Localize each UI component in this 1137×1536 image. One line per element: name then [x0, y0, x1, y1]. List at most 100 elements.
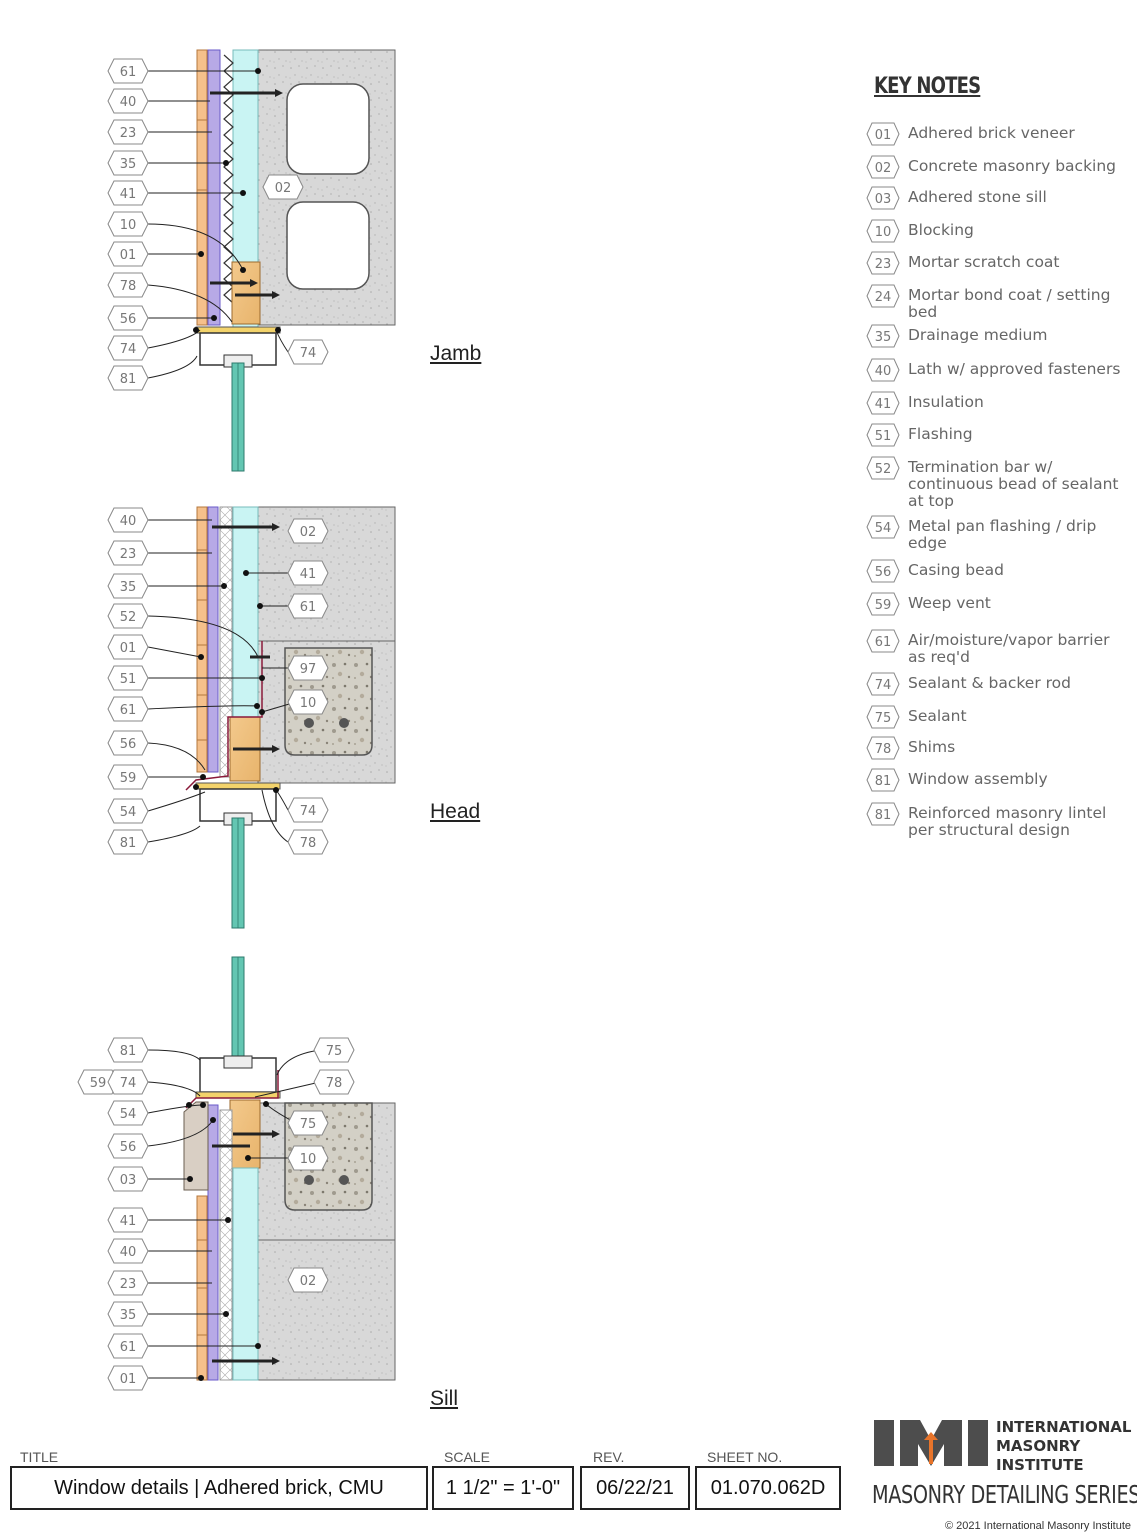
- tag-label: 40: [120, 1245, 137, 1260]
- insulation: [232, 1167, 259, 1381]
- key-note-tag: 10: [866, 219, 900, 243]
- key-note-tag: 81: [866, 802, 900, 826]
- tag-label: 74: [300, 804, 317, 819]
- key-note-text: Drainage medium: [908, 326, 1048, 344]
- tag-label: 41: [120, 1214, 137, 1229]
- tag-label: 74: [120, 342, 137, 357]
- imi-logo-mark: [874, 1420, 988, 1466]
- key-note-text: Adhered stone sill: [908, 188, 1047, 206]
- key-note-number: 52: [875, 462, 892, 477]
- key-note-text: Reinforced masonry lintel per structural…: [908, 804, 1107, 839]
- tag-label: 74: [300, 346, 317, 361]
- key-note-number: 59: [875, 598, 892, 613]
- key-note-tag: 51: [866, 423, 900, 447]
- key-note-number: 24: [875, 290, 892, 305]
- key-note-tag: 41: [866, 391, 900, 415]
- key-note-item: 81 Window assembly: [866, 768, 1128, 792]
- key-note-tag: 03: [866, 186, 900, 210]
- detail-label-jamb: Jamb: [430, 342, 482, 365]
- cmu-backing: [257, 1239, 396, 1381]
- stone-sill: [183, 1101, 209, 1191]
- logo-org-line2: MASONRY: [996, 1437, 1081, 1455]
- title-label: TITLE: [20, 1449, 59, 1465]
- key-note-item: 35 Drainage medium: [866, 324, 1128, 348]
- key-note-text: Shims: [908, 738, 956, 756]
- key-note-number: 03: [875, 192, 892, 207]
- cmu-cell: [286, 201, 370, 290]
- key-note-text: Adhered brick veneer: [908, 124, 1075, 142]
- key-note-item: 24 Mortar bond coat / setting bed: [866, 284, 1128, 321]
- logo-org-line3: INSTITUTE: [996, 1456, 1084, 1474]
- tag-label: 78: [120, 279, 137, 294]
- sheet-box: 01.070.062D: [695, 1466, 841, 1510]
- tag-label: 56: [120, 312, 137, 327]
- shims: [195, 1091, 281, 1099]
- lath-scratch-coat: [207, 49, 221, 326]
- drainage-mat: [223, 54, 234, 304]
- key-note-tag: 24: [866, 284, 900, 308]
- key-note-number: 75: [875, 711, 892, 726]
- tag-label: 81: [120, 1044, 137, 1059]
- key-note-text: Metal pan flashing / drip edge: [908, 517, 1097, 552]
- tag-label: 23: [120, 547, 137, 562]
- key-note-item: 41 Insulation: [866, 391, 1128, 415]
- sheet-value: 01.070.062D: [710, 1476, 826, 1499]
- tag-label: 23: [120, 1277, 137, 1292]
- tag-label: 40: [120, 95, 137, 110]
- key-note-text: Air/moisture/vapor barrier as req'd: [908, 631, 1110, 666]
- tag-label: 59: [90, 1076, 107, 1091]
- brick-veneer: [196, 49, 208, 326]
- key-note-tag: 01: [866, 122, 900, 146]
- key-note-tag: 81: [866, 768, 900, 792]
- tag-label: 97: [300, 662, 317, 677]
- tag-label: 01: [120, 641, 137, 656]
- key-note-number: 74: [875, 678, 892, 693]
- scale-box: 1 1/2" = 1'-0": [432, 1466, 574, 1510]
- key-note-text: Window assembly: [908, 770, 1048, 788]
- key-notes: KEY NOTES: [862, 74, 1132, 109]
- lath-scratch-coat: [207, 506, 219, 773]
- tag-label: 35: [120, 1308, 137, 1323]
- key-note-tag: 54: [866, 515, 900, 539]
- key-note-tag: 23: [866, 251, 900, 275]
- insulation: [232, 506, 259, 718]
- tag-label: 61: [120, 703, 137, 718]
- scale-value: 1 1/2" = 1'-0": [445, 1476, 561, 1499]
- flashing: [185, 641, 263, 791]
- key-note-item: 81 Reinforced masonry lintel per structur…: [866, 802, 1128, 839]
- key-note-text: Blocking: [908, 221, 974, 239]
- logo-series: MASONRY DETAILING SERIES: [872, 1480, 1137, 1509]
- logo-org-line1: INTERNATIONAL: [996, 1418, 1132, 1436]
- key-note-text: Insulation: [908, 393, 984, 411]
- sill-detail: [183, 956, 396, 1381]
- key-note-text: Mortar bond coat / setting bed: [908, 286, 1111, 321]
- key-note-number: 54: [875, 521, 892, 536]
- tag-label: 41: [120, 187, 137, 202]
- title-box: Window details | Adhered brick, CMU: [10, 1466, 428, 1510]
- key-note-item: 54 Metal pan flashing / drip edge: [866, 515, 1128, 552]
- tag-label: 10: [300, 696, 317, 711]
- key-note-text: Lath w/ approved fasteners: [908, 360, 1121, 378]
- key-note-tag: 35: [866, 324, 900, 348]
- title-value: Window details | Adhered brick, CMU: [54, 1476, 384, 1499]
- tag-label: 78: [326, 1076, 343, 1091]
- key-notes-title: KEY NOTES: [874, 74, 981, 99]
- tag-label: 02: [300, 1274, 317, 1289]
- tag-label: 75: [300, 1117, 317, 1132]
- key-note-number: 23: [875, 257, 892, 272]
- tag-label: 81: [120, 372, 137, 387]
- lath-scratch-coat: [207, 1104, 219, 1381]
- tag-label: 01: [120, 1372, 137, 1387]
- tag-label: 54: [120, 805, 137, 820]
- tag-label: 03: [120, 1173, 137, 1188]
- key-note-item: 10 Blocking: [866, 219, 1128, 243]
